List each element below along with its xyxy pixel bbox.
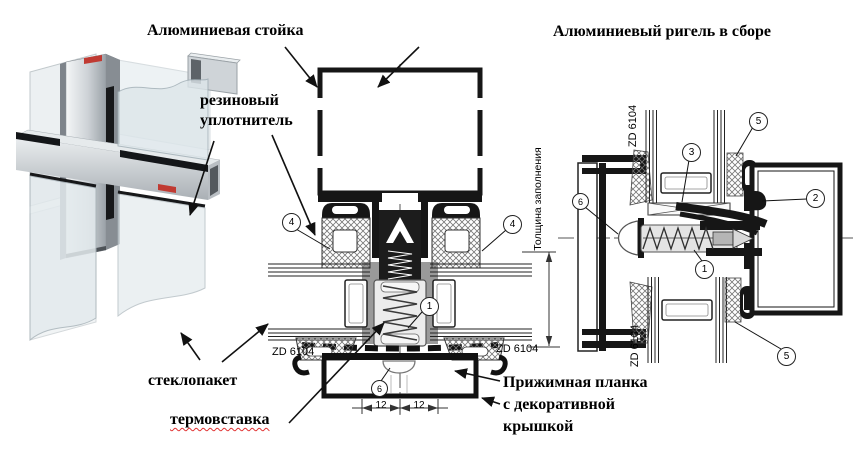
pressure-plate-line3: крышкой (503, 418, 574, 435)
callout-rubber-gasket-right: 4 (503, 215, 522, 234)
transom-section-drawing (558, 110, 853, 363)
leader-lines (295, 126, 808, 382)
fill-thickness-label: Толщина заполнения (532, 147, 544, 251)
rubber-seal-line2: уплотнитель (200, 112, 293, 129)
callout-transom-cap-screw: 6 (572, 193, 589, 210)
transom-title: Алюминиевый ригель в сборе (553, 23, 771, 40)
callout-transom-setting-block: 3 (682, 143, 701, 162)
dim-12-left: 12 (375, 400, 387, 411)
code-zd-mid-left: ZD 6104 (272, 346, 315, 358)
rubber-seal-line1: резиновый (200, 92, 279, 109)
label-arrows (180, 46, 501, 424)
code-zd-right-bottom: ZD 6104 (629, 324, 641, 368)
callout-rubber-gasket-left: 4 (282, 213, 301, 232)
code-zd-right-top: ZD 6104 (627, 104, 639, 148)
callout-mullion-screw-channel: 1 (420, 297, 439, 316)
render-3d-curtain-wall (15, 52, 241, 342)
rubber-seal-label: резиновый уплотнитель (200, 91, 293, 131)
mullion-section-drawing (268, 64, 560, 415)
callout-transom-gasket-bottom: 5 (777, 347, 796, 366)
code-zd-mid-right: ZD 6104 (496, 343, 539, 355)
callout-transom-gasket-top: 5 (749, 112, 768, 131)
glazing-label: стеклопакет (148, 372, 238, 389)
callout-transom-seal-lip: 2 (806, 189, 825, 208)
pressure-plate-label: Прижимная планка с декоративной крышкой (503, 372, 648, 438)
thermal-insert-label: термовставка (170, 411, 270, 428)
callout-mullion-cap-screw: 6 (371, 380, 388, 397)
pressure-plate-line1: Прижимная планка (503, 374, 648, 391)
callout-transom-screw: 1 (695, 260, 714, 279)
pressure-plate-line2: с декоративной (503, 396, 615, 413)
mullion-title: Алюминиевая стойка (147, 22, 304, 39)
dim-12-right: 12 (413, 400, 425, 411)
